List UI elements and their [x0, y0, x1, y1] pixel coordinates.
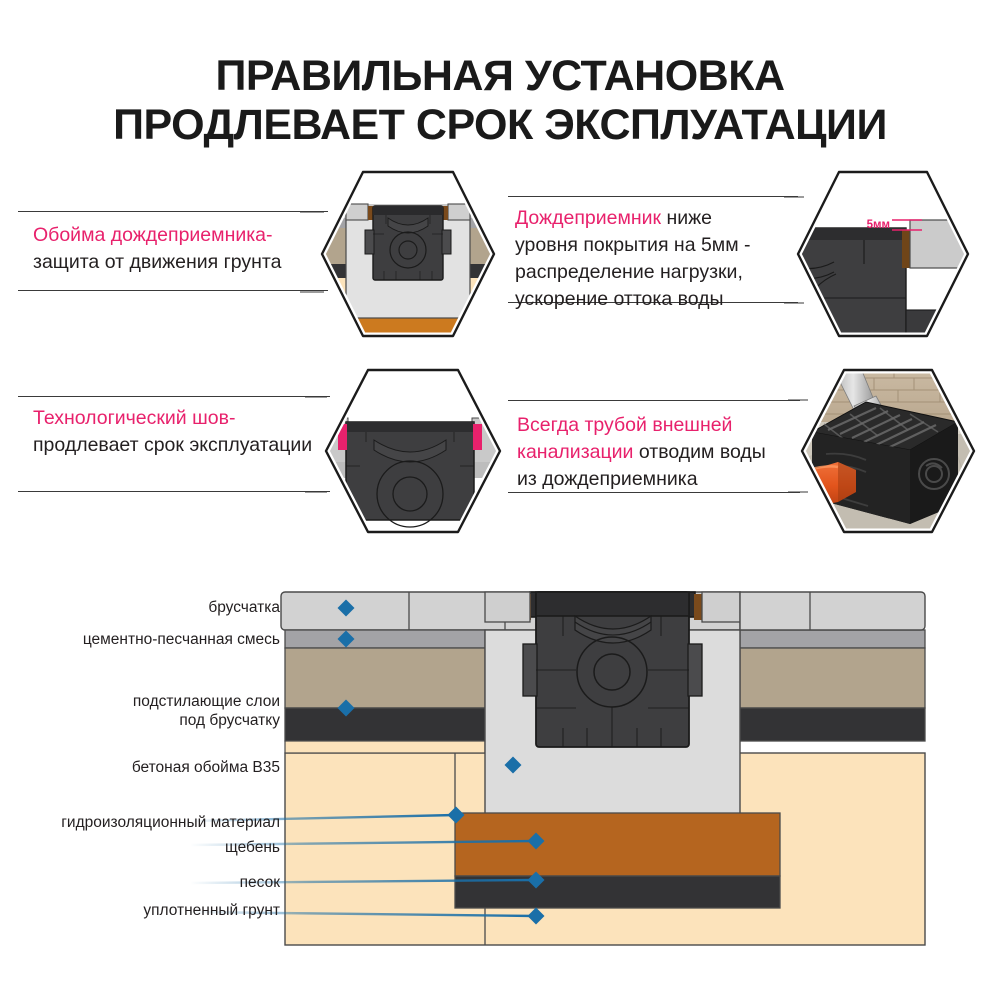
hex-casing [318, 168, 498, 340]
hex-casing-svg [318, 168, 498, 340]
callout-below-level-rest: ниже уровня покрытия на 5мм - распределе… [515, 207, 751, 310]
callout-external-sewer: Всегда трубой внешней канализации отводи… [517, 412, 789, 493]
leader-lines [189, 599, 545, 925]
callout-rule-bottom-right-2 [508, 492, 800, 493]
sec-label-crushed-stone: щебень [225, 839, 280, 856]
sec-label-cement-sand-mix: цементно-песчанная смесь [82, 631, 280, 648]
callout-joint-highlight: Технологический шов- [33, 407, 236, 429]
hex-photo [798, 366, 978, 536]
callout-casing: Обойма дождеприемника- защита от движени… [33, 222, 333, 276]
title-line-1: ПРАВИЛЬНАЯ УСТАНОВКА [215, 52, 785, 100]
callout-rule-top-right-2 [508, 400, 800, 401]
callout-sewer-highlight: Всегда трубой внешней канализации [517, 414, 733, 463]
sec-label-concrete-casing: бетоная обойма B35 [131, 759, 280, 776]
callout-casing-highlight: Обойма дождеприемника- [33, 224, 273, 246]
callout-below-level-highlight: Дождеприемник [515, 207, 662, 229]
callout-below-level: Дождеприемник ниже уровня покрытия на 5м… [515, 205, 777, 313]
callout-expansion-joint: Технологический шов- продлевает срок экс… [33, 405, 323, 459]
sec-label-sand: песок [239, 874, 280, 891]
connector-right-top [784, 196, 804, 304]
callout-casing-rest: защита от движения грунта [33, 250, 282, 273]
hex-photo-svg [798, 366, 978, 536]
title-line-2: ПРОДЛЕВАЕТ СРОК ЭКСПЛУАТАЦИИ [113, 100, 887, 149]
callout-joint-rest: продлевает срок эксплуатации [33, 433, 313, 456]
connector-right-bottom [788, 399, 808, 493]
callout-rule-bottom-left [18, 290, 328, 291]
callout-rule-top-right [508, 196, 798, 197]
connector-left-bottom [305, 396, 327, 493]
callout-rule-top-left-2 [18, 396, 330, 397]
sec-label-bedding-layers: подстилающие слои под брусчатку [132, 693, 280, 730]
sec-label-pavers: брусчатка [208, 599, 280, 616]
hex-joint-svg [322, 366, 504, 536]
callout-rule-top-left [18, 211, 328, 212]
sec-label-waterproofing: гидроизоляционный материал [61, 814, 280, 831]
connector-left-top [300, 211, 324, 293]
hex-measure-label: 5мм [867, 219, 890, 231]
hex-below-level: 5мм [794, 168, 972, 340]
callout-rule-bottom-right [508, 302, 798, 303]
callout-rule-bottom-left-2 [18, 491, 330, 492]
hex-joint [322, 366, 504, 536]
cross-section-svg [189, 591, 926, 946]
hex-below-level-svg: 5мм [794, 168, 972, 340]
callout-sewer-rest: отводим воды из дождеприемника [517, 440, 766, 490]
sec-label-compacted-soil: уплотненный грунт [143, 902, 280, 919]
cross-section-diagram: брусчатка цементно-песчанная смесь подст… [0, 560, 1000, 1000]
page-title: ПРАВИЛЬНАЯ УСТАНОВКА ПРОДЛЕВАЕТ СРОК ЭКС… [0, 52, 1000, 149]
